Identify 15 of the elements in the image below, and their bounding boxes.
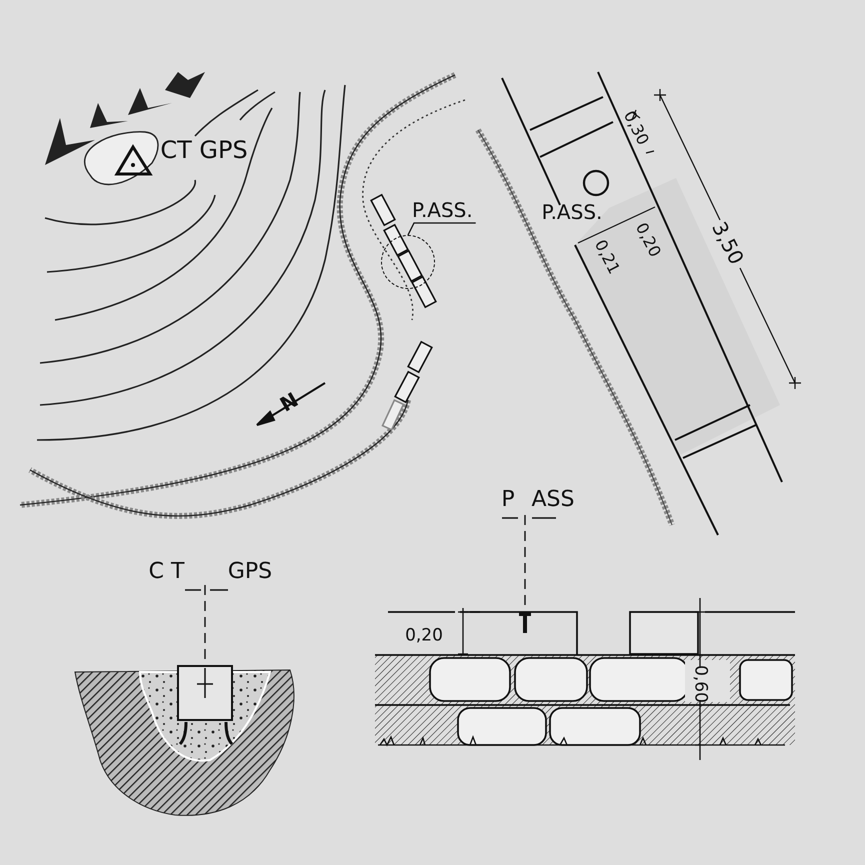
label: 0,20 (632, 220, 664, 260)
label: 0,21 (592, 238, 622, 276)
leader-line (407, 222, 476, 236)
label: CT (148, 561, 192, 583)
label: P.ASS. (542, 202, 602, 222)
label: 0,20 (405, 628, 443, 644)
label: 3,50 (708, 218, 748, 268)
label: CT GPS (160, 138, 248, 162)
label: 0,30 (620, 108, 652, 148)
label: P.ASS. (412, 198, 473, 222)
label: ASS (532, 489, 574, 511)
label: GPS (228, 561, 272, 583)
label: P (501, 489, 515, 511)
label: 0,60 (692, 665, 708, 703)
detail-circle (381, 235, 435, 289)
